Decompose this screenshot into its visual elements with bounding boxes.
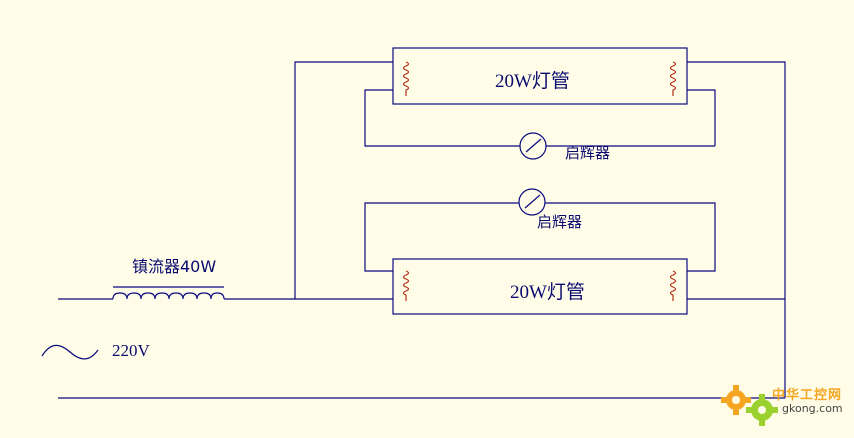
voltage-label: 220V [112,341,150,360]
wire-bottom-starter-right [545,202,716,272]
filament-top-right [669,61,677,96]
filament-top-left [402,61,410,96]
ballast-coil [112,292,225,300]
watermark-domain: gkong.com [782,402,843,415]
watermark-logo: 中华工控网 gkong.com [720,380,850,428]
starter-bottom-symbol [518,188,546,216]
wire-right-trunk [687,61,786,398]
starter-bottom-label: 启辉器 [537,213,583,231]
wire-top-starter-left [364,89,520,147]
filament-bottom-left [402,270,410,301]
watermark-name: 中华工控网 [772,388,843,403]
ac-source-symbol [41,344,99,360]
tube-top-label: 20W灯管 [495,71,570,92]
starter-top-symbol [519,132,547,160]
wire-top-right-inner [687,89,716,146]
filament-bottom-right [669,270,677,301]
top-tube [392,47,688,105]
ballast-label: 镇流器40W [132,257,217,276]
bottom-tube [392,258,688,315]
gear-icon [721,385,778,426]
tube-bottom-label: 20W灯管 [510,282,585,303]
wire-left-trunk [294,61,393,299]
wire-bottom-starter-left [364,202,519,272]
starter-top-label: 启辉器 [565,144,611,162]
